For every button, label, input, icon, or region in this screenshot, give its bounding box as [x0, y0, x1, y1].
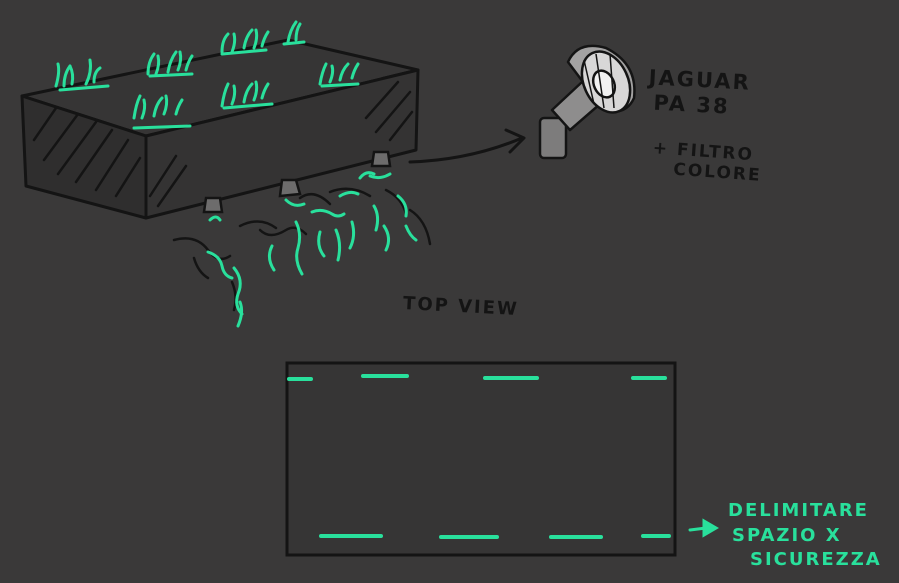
spotlight-icon: [540, 44, 639, 158]
top-view-outline: [287, 363, 675, 555]
safety-line-3: SICUREZZA: [750, 549, 882, 571]
lamp-bracket: [540, 118, 566, 158]
lamp-model-label: JAGUAR PA 38: [647, 65, 752, 121]
fixture-left: [204, 198, 222, 212]
safety-line-2: SPAZIO X: [732, 525, 882, 547]
arrow-right-icon-green: [690, 521, 716, 535]
top-view-diagram: [287, 363, 675, 555]
safety-line-1: DELIMITARE: [728, 500, 882, 522]
lamp-model-line-2: PA 38: [653, 91, 750, 121]
arrow-right-icon: [410, 130, 524, 162]
safety-zone-label: DELIMITARE SPAZIO X SICUREZZA: [728, 500, 882, 571]
fixture-center: [280, 180, 300, 196]
color-filter-label: + FILTRO COLORE: [651, 138, 764, 186]
fixture-right: [372, 152, 390, 166]
